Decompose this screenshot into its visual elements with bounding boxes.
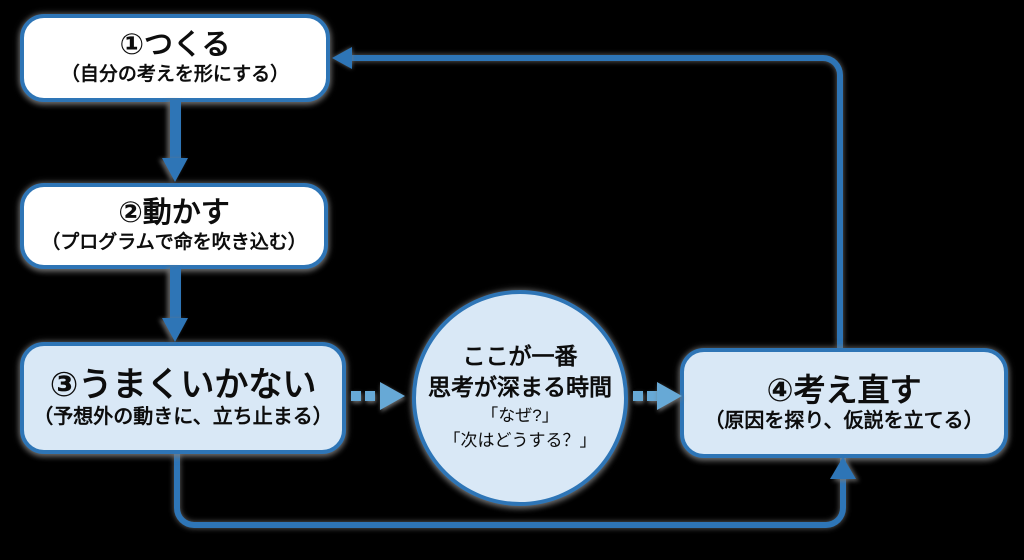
- dashed-arrow-circle-to-step4: [633, 391, 643, 401]
- arrowhead-down-icon: [162, 318, 188, 342]
- circle-line-3: 「なぜ?」: [481, 405, 559, 425]
- step3-subtitle: （予想外の動きに、立ち止まる）: [33, 406, 333, 429]
- dashed-arrow-step3-to-circle: [351, 391, 361, 401]
- arrow-step1-to-step2: [170, 100, 181, 162]
- step4-title: ④考え直す: [766, 372, 922, 409]
- step1-subtitle: （自分の考えを形にする）: [60, 63, 290, 85]
- circle-line-2: 思考が深まる時間: [428, 373, 612, 400]
- circle-line-1: ここが一番: [462, 342, 578, 369]
- step1-title: ①つくる: [119, 29, 231, 62]
- dashed-arrow-circle-to-step4: [647, 391, 657, 401]
- step3-title: ③うまくいかない: [49, 365, 317, 404]
- arrowhead-down-icon: [162, 158, 188, 182]
- arrowhead-left-into-step1-icon: [332, 47, 352, 69]
- arrowhead-right-icon: [380, 382, 405, 410]
- arrowhead-up-into-step4-icon: [830, 457, 856, 479]
- step4-subtitle: （原因を探り、仮説を立てる）: [704, 409, 984, 432]
- arrowhead-right-icon: [657, 382, 682, 410]
- thinking-circle: ここが一番 思考が深まる時間 「なぜ?」 「次はどうする？」: [412, 290, 628, 506]
- feedback-line-step3-to-step4: [174, 450, 846, 528]
- step2-box: ②動かす （プログラムで命を吹き込む）: [20, 183, 328, 269]
- step1-box: ①つくる （自分の考えを形にする）: [20, 14, 330, 102]
- circle-line-4: 「次はどうする？」: [443, 431, 597, 451]
- feedback-line-step4-to-step1: [346, 55, 843, 348]
- step2-subtitle: （プログラムで命を吹き込む）: [41, 231, 307, 253]
- step3-box: ③うまくいかない （予想外の動きに、立ち止まる）: [20, 342, 346, 454]
- arrow-step2-to-step3: [170, 267, 181, 322]
- dashed-arrow-step3-to-circle: [365, 391, 375, 401]
- step2-title: ②動かす: [118, 197, 230, 230]
- step4-box: ④考え直す （原因を探り、仮説を立てる）: [680, 348, 1008, 458]
